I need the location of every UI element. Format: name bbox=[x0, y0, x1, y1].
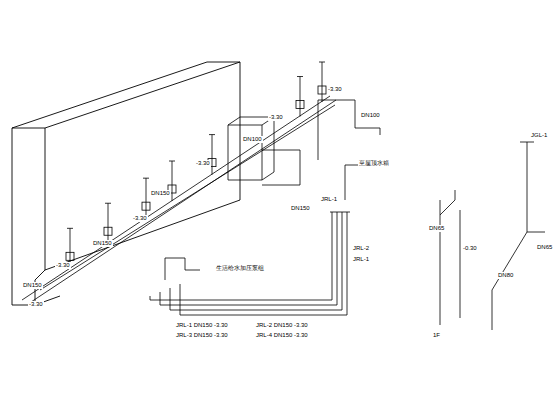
pipe-label: JRL-1 bbox=[352, 256, 370, 263]
pipe-label: -3.30 bbox=[55, 262, 71, 269]
pipe-label: JRL-1 DN150 -3.30 bbox=[175, 322, 229, 329]
pump-symbol bbox=[66, 252, 74, 260]
pump-group bbox=[66, 62, 326, 268]
pipe-label: JRL-2 bbox=[352, 245, 370, 252]
pipe-label: JRL-1 bbox=[320, 196, 338, 203]
pump-symbol bbox=[142, 202, 150, 210]
pipe-label: -3.30 bbox=[327, 86, 343, 93]
pipe-label: DN150 bbox=[22, 282, 43, 289]
valve-mark bbox=[319, 62, 325, 63]
bottom-pipes bbox=[150, 212, 350, 315]
pipe-label: JGL-1 bbox=[530, 132, 548, 139]
pipe-label: DN65 bbox=[536, 244, 553, 251]
pump-symbol bbox=[104, 227, 112, 235]
riser-pipe bbox=[146, 178, 147, 218]
pipe-label: -3.30 bbox=[195, 160, 211, 167]
valve-mark bbox=[297, 76, 303, 77]
pipe-label: -3.30 bbox=[132, 215, 148, 222]
pipe-label: DN100 bbox=[360, 112, 381, 119]
pipe-label: 至屋顶水箱 bbox=[358, 160, 390, 167]
riser-pipe bbox=[108, 203, 109, 243]
pipe-label: 生活给水加压泵组 bbox=[215, 265, 265, 272]
main-header-pipes bbox=[22, 96, 336, 304]
riser-pipe bbox=[212, 135, 213, 175]
pipe-label: DN150 bbox=[290, 205, 311, 212]
pipe-label: -0.30 bbox=[462, 245, 478, 252]
pipe-label: DN80 bbox=[497, 272, 514, 279]
pipe-label: -3.30 bbox=[28, 301, 44, 308]
pipe-label: 1F bbox=[432, 332, 441, 339]
pipe-label: JRL-4 DN150 -3.30 bbox=[255, 332, 309, 339]
riser-pipe bbox=[322, 62, 323, 102]
right-system bbox=[440, 142, 545, 330]
riser-pipe bbox=[300, 77, 301, 117]
tank bbox=[228, 117, 300, 185]
valve-mark bbox=[105, 203, 111, 204]
valve-mark bbox=[67, 228, 73, 229]
valve-mark bbox=[169, 161, 175, 162]
pipe-label: -3.30 bbox=[268, 114, 284, 121]
pipe-label: DN65 bbox=[428, 225, 445, 232]
pump-symbol bbox=[296, 101, 304, 109]
valve-mark bbox=[209, 134, 215, 135]
pipe-label: JRL-3 DN150 -3.30 bbox=[175, 332, 229, 339]
pipe-label: DN100 bbox=[242, 136, 263, 143]
riser-pipe bbox=[172, 161, 173, 201]
valve-mark bbox=[143, 178, 149, 179]
pipe-label: DN150 bbox=[150, 190, 171, 197]
pump-symbol bbox=[318, 86, 326, 94]
pipe-label: JRL-2 DN150 -3.30 bbox=[255, 322, 309, 329]
riser-right-top bbox=[318, 100, 380, 200]
building-beam bbox=[12, 62, 240, 305]
pipe-label: DN150 bbox=[92, 240, 113, 247]
